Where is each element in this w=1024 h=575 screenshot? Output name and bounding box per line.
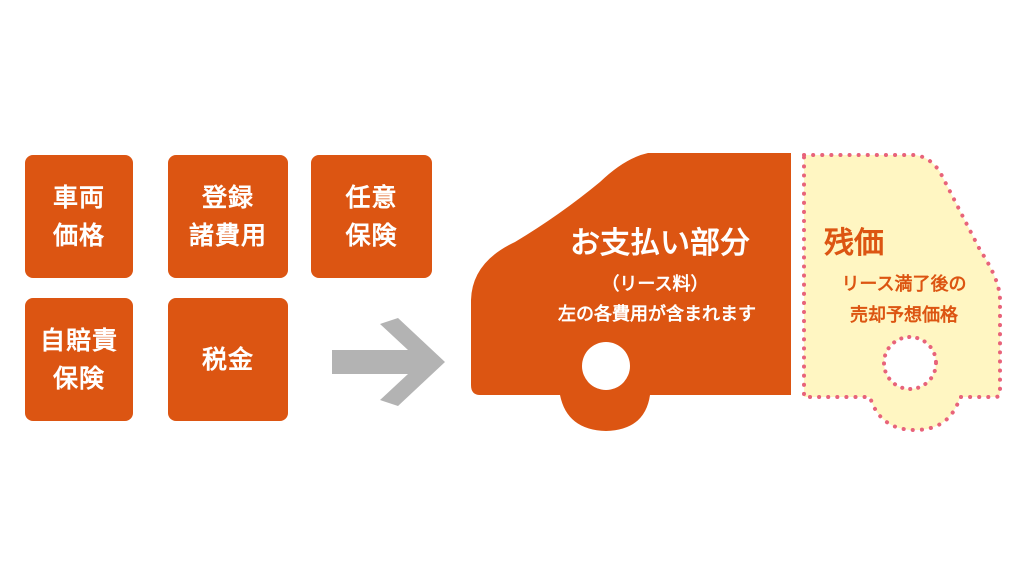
box-line: 自賠責	[39, 325, 118, 355]
arrow-icon	[332, 318, 445, 406]
residual-title: 残価	[824, 226, 884, 261]
box-line: 保険	[345, 220, 398, 250]
box-line: 税金	[201, 344, 254, 374]
box-line: 価格	[52, 220, 105, 250]
front-wheel-icon	[582, 342, 630, 390]
residual-line1: リース満了後の	[841, 273, 966, 295]
cost-item-compulsory-insurance: 自賠責 保険	[25, 298, 133, 421]
cost-item-vehicle-price: 車両 価格	[25, 155, 133, 278]
box-line: 登録	[201, 182, 254, 212]
payment-note: 左の各費用が含まれます	[558, 303, 756, 325]
residual-car-shape	[802, 153, 1002, 433]
residual-line2: 売却予想価格	[850, 304, 959, 326]
payment-subtitle: （リース料）	[601, 273, 708, 295]
cost-item-taxes: 税金	[168, 298, 288, 421]
box-line: 諸費用	[188, 220, 267, 250]
box-line: 車両	[52, 182, 105, 212]
rear-wheel-icon	[882, 335, 938, 391]
payment-title: お支払い部分	[570, 226, 750, 261]
paid-portion-car-shape	[471, 153, 791, 431]
box-line: 保険	[52, 363, 105, 393]
cost-item-registration-fees: 登録 諸費用	[168, 155, 288, 278]
box-line: 任意	[345, 182, 398, 212]
cost-item-optional-insurance: 任意 保険	[311, 155, 432, 278]
